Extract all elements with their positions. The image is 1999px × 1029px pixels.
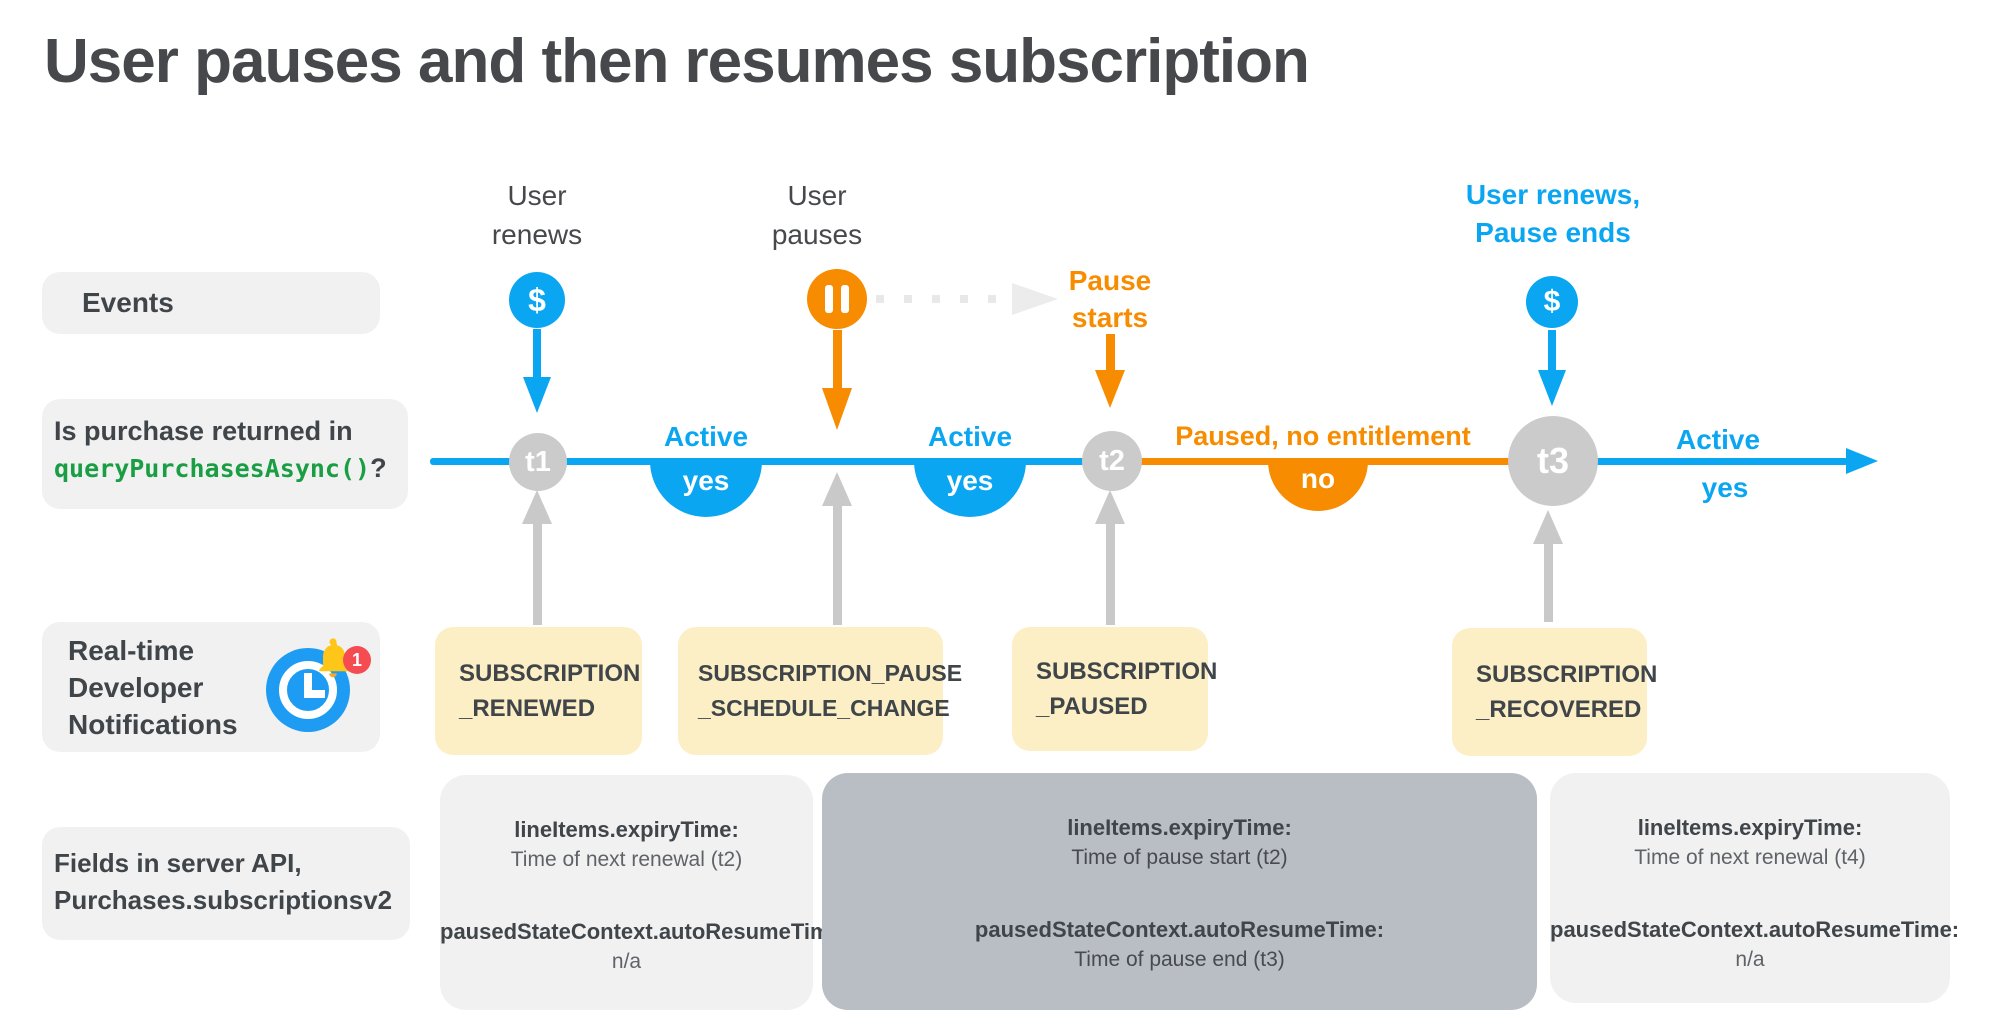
row-label-purchase-question: Is purchase returned in queryPurchasesAs… xyxy=(42,399,408,509)
dollar-glyph-1: $ xyxy=(528,281,546,318)
renewal-dollar-icon: $ xyxy=(509,272,565,328)
timeline-point-t2: t2 xyxy=(1082,431,1142,491)
api2-value1: Time of pause start (t2) xyxy=(1071,846,1288,869)
arrow-up-renewed-head-icon xyxy=(522,490,552,524)
arrow-up-schedule-change-head-icon xyxy=(822,472,852,506)
dotted-connector-arrowhead-icon xyxy=(1012,283,1058,315)
notification-box-paused: SUBSCRIPTION _PAUSED xyxy=(1012,627,1218,751)
api3-field1: lineItems.expiryTime: xyxy=(1637,815,1863,840)
row-label-api-fields: Fields in server API, Purchases.subscrip… xyxy=(42,827,410,940)
notification-schedule-line2: _SCHEDULE_CHANGE xyxy=(698,695,950,721)
annotation-user-pauses-line1: User xyxy=(787,180,847,211)
arrow-down-resume-shaft xyxy=(1548,330,1556,372)
annotation-user-renews-pause-ends: User renews, Pause ends xyxy=(1433,176,1673,252)
dotted-connector xyxy=(876,295,1008,303)
notification-box-renewed: SUBSCRIPTION _RENEWED xyxy=(435,627,642,755)
api-fields-box-2: lineItems.expiryTime: Time of pause star… xyxy=(822,773,1537,1010)
arrow-down-pause-starts-shaft xyxy=(1106,334,1115,372)
pause-bars-icon xyxy=(825,285,849,313)
purchase-question-line2: queryPurchasesAsync()? xyxy=(54,450,408,487)
pause-event-icon xyxy=(807,269,867,329)
state-label-active-2: Active xyxy=(927,421,1013,452)
notification-renewed-line1: SUBSCRIPTION xyxy=(459,660,641,687)
annotation-pause-starts-line2: starts xyxy=(1071,302,1149,333)
arrow-down-pause-shaft xyxy=(833,330,842,390)
arrow-down-resume-head-icon xyxy=(1538,370,1566,406)
annotation-pause-starts: Pause starts xyxy=(1020,262,1200,336)
returned-halfcircle-yes-1: yes xyxy=(650,461,762,517)
arrow-up-renewed-shaft xyxy=(533,522,542,625)
api2-value2: Time of pause end (t3) xyxy=(1074,948,1285,971)
arrow-down-pause-starts-head-icon xyxy=(1095,370,1125,408)
arrow-up-recovered-shaft xyxy=(1544,542,1553,622)
notification-paused-line1: SUBSCRIPTION xyxy=(1036,658,1218,685)
api3-value1: Time of next renewal (t4) xyxy=(1634,846,1866,869)
state-value-yes-3: yes xyxy=(1701,472,1749,503)
api3-field2: pausedStateContext.autoResumeTime: xyxy=(1550,917,1960,942)
returned-halfcircle-no: no xyxy=(1268,461,1368,511)
api1-value2: n/a xyxy=(611,950,642,973)
api-fields-box-3: lineItems.expiryTime: Time of next renew… xyxy=(1550,773,1960,1003)
notification-renewed-line2: _RENEWED xyxy=(459,695,596,722)
rtdn-clock-bell-icon: 1 xyxy=(266,638,371,732)
api-fields-label-line1: Fields in server API, xyxy=(54,848,302,878)
row-label-events: Events xyxy=(42,272,380,334)
annotation-user-renews: User renews xyxy=(447,176,627,254)
rtdn-label-line2: Developer xyxy=(68,672,204,703)
api3-value2: n/a xyxy=(1735,948,1765,971)
arrow-up-recovered-head-icon xyxy=(1533,510,1563,544)
timeline-point-t1: t1 xyxy=(509,433,567,491)
annotation-user-renews-line2: renews xyxy=(491,219,583,250)
dollar-glyph-2: $ xyxy=(1543,285,1561,318)
arrow-up-paused-shaft xyxy=(1106,522,1115,625)
api-fields-box-1: lineItems.expiryTime: Time of next renew… xyxy=(440,775,850,1010)
timeline-arrowhead-icon xyxy=(1846,448,1878,474)
state-label-paused: Paused, no entitlement xyxy=(1175,421,1471,451)
notification-paused-line2: _PAUSED xyxy=(1036,693,1148,720)
api2-field2: pausedStateContext.autoResumeTime: xyxy=(974,917,1385,942)
state-label-active-3: Active xyxy=(1675,424,1761,455)
arrow-down-renew-head-icon xyxy=(523,377,551,413)
api1-value1: Time of next renewal (t2) xyxy=(510,848,743,871)
annotation-user-pauses: User pauses xyxy=(727,176,907,254)
annotation-user-renews-line1: User xyxy=(507,180,567,211)
notification-box-recovered: SUBSCRIPTION _RECOVERED xyxy=(1452,628,1658,756)
notification-schedule-line1: SUBSCRIPTION_PAUSE xyxy=(698,660,963,686)
row-label-rtdn: Real-time Developer Notifications 1 xyxy=(42,622,380,752)
notification-recovered-line1: SUBSCRIPTION xyxy=(1476,661,1658,688)
api1-field1: lineItems.expiryTime: xyxy=(514,817,739,842)
annotation-renew-resume-line1: User renews, xyxy=(1465,179,1641,210)
page-title: User pauses and then resumes subscriptio… xyxy=(44,27,1310,96)
notification-box-pause-schedule-change: SUBSCRIPTION_PAUSE _SCHEDULE_CHANGE xyxy=(678,627,963,755)
rtdn-badge-count: 1 xyxy=(352,650,362,670)
state-label-active-1: Active xyxy=(663,421,749,452)
query-purchases-code: queryPurchasesAsync() xyxy=(54,454,371,483)
timeline-point-t3: t3 xyxy=(1508,416,1598,506)
arrow-down-renew-shaft xyxy=(533,329,541,379)
arrow-up-schedule-change-shaft xyxy=(833,504,842,625)
purchase-question-mark: ? xyxy=(370,453,387,483)
events-label: Events xyxy=(82,287,174,318)
rtdn-label-line1: Real-time xyxy=(68,635,195,666)
resume-dollar-icon: $ xyxy=(1526,276,1578,328)
annotation-user-pauses-line2: pauses xyxy=(771,219,863,250)
annotation-pause-starts-line1: Pause xyxy=(1068,265,1152,296)
rtdn-label-line3: Notifications xyxy=(68,709,238,740)
purchase-question-line1: Is purchase returned in xyxy=(54,416,353,446)
api1-field2: pausedStateContext.autoResumeTime: xyxy=(440,919,850,944)
timeline-segment-active-2 xyxy=(1553,458,1848,465)
timeline-segment-active-1 xyxy=(430,458,1112,465)
annotation-renew-resume-line2: Pause ends xyxy=(1475,217,1631,248)
api2-field1: lineItems.expiryTime: xyxy=(1067,815,1292,840)
arrow-up-paused-head-icon xyxy=(1095,490,1125,524)
api-fields-label-line2: Purchases.subscriptionsv2 xyxy=(54,885,393,915)
arrow-down-pause-head-icon xyxy=(822,388,852,430)
returned-halfcircle-yes-2: yes xyxy=(914,461,1026,517)
notification-recovered-line2: _RECOVERED xyxy=(1476,696,1642,723)
